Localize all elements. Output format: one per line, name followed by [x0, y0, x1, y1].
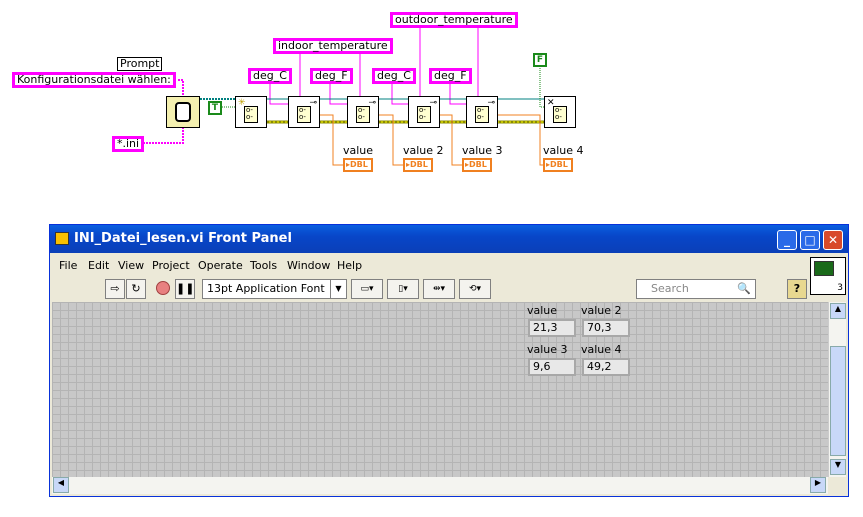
- key-icon: ⊸: [368, 98, 376, 108]
- font-select[interactable]: 13pt Application Font ▼: [202, 279, 347, 299]
- read-key-node-2[interactable]: ⊸o-o-: [347, 96, 379, 128]
- dbl-indicator-terminal[interactable]: ▸DBL: [403, 158, 433, 172]
- config-file-icon: o-o-: [553, 106, 567, 123]
- key-constant-3[interactable]: deg_C: [372, 68, 416, 84]
- value-4-indicator: 49,2: [582, 358, 630, 376]
- config-file-icon: o-o-: [244, 106, 258, 123]
- help-button[interactable]: ?: [787, 279, 807, 299]
- close-x-icon: ✕: [547, 98, 555, 108]
- close-button[interactable]: ✕: [823, 230, 843, 250]
- config-file-icon: o-o-: [475, 106, 489, 123]
- read-key-node-1[interactable]: ⊸o-o-: [288, 96, 320, 128]
- value-3-indicator: 9,6: [528, 358, 576, 376]
- indicator-label: value 4: [543, 144, 584, 157]
- pause-button[interactable]: ❚❚: [175, 279, 195, 299]
- key-icon: ⊸: [487, 98, 495, 108]
- front-panel-canvas[interactable]: value value 2 21,3 70,3 value 3 value 4 …: [52, 302, 828, 477]
- dbl-indicator-terminal[interactable]: ▸DBL: [543, 158, 573, 172]
- scroll-right-icon[interactable]: ▶: [810, 477, 826, 493]
- align-objects-button[interactable]: ▭▾: [351, 279, 383, 299]
- connector-number: 3: [837, 283, 843, 293]
- chevron-down-icon: ▼: [330, 280, 346, 298]
- true-constant[interactable]: T: [208, 101, 222, 115]
- false-constant[interactable]: F: [533, 53, 547, 67]
- vertical-scrollbar[interactable]: ▲ ▼: [828, 302, 846, 477]
- search-placeholder: Search: [651, 282, 689, 295]
- window-title: INI_Datei_lesen.vi Front Panel: [74, 231, 292, 246]
- dbl-indicator-terminal[interactable]: ▸DBL: [343, 158, 373, 172]
- scroll-up-icon[interactable]: ▲: [830, 303, 846, 319]
- menu-project[interactable]: Project: [152, 259, 190, 272]
- search-input[interactable]: Search 🔍: [636, 279, 756, 299]
- scroll-left-icon[interactable]: ◀: [53, 477, 69, 493]
- reorder-button[interactable]: ⟲▾: [459, 279, 491, 299]
- abort-button[interactable]: [153, 279, 173, 299]
- menu-view[interactable]: View: [118, 259, 145, 272]
- horizontal-scrollbar[interactable]: ◀ ▶: [52, 477, 828, 494]
- search-icon: 🔍: [737, 282, 751, 295]
- key-constant-2[interactable]: deg_F: [310, 68, 353, 84]
- indicator-label: value 3: [527, 343, 568, 356]
- prompt-label: Prompt: [117, 57, 163, 71]
- read-key-node-3[interactable]: ⊸o-o-: [408, 96, 440, 128]
- stop-icon: [156, 281, 170, 295]
- config-file-icon: o-o-: [356, 106, 370, 123]
- config-file-icon: o-o-: [417, 106, 431, 123]
- menu-file[interactable]: File: [59, 259, 78, 272]
- minimize-button[interactable]: _: [777, 230, 797, 250]
- dbl-indicator-terminal[interactable]: ▸DBL: [462, 158, 492, 172]
- run-arrow-button[interactable]: ⇨: [105, 279, 125, 299]
- resize-objects-button[interactable]: ⇹▾: [423, 279, 455, 299]
- indicator-label: value 2: [581, 304, 622, 317]
- indicator-label: value: [343, 144, 374, 157]
- maximize-button[interactable]: □: [800, 230, 820, 250]
- font-select-value: 13pt Application Font: [207, 282, 325, 295]
- front-panel-window: INI_Datei_lesen.vi Front Panel _ □ ✕ Fil…: [49, 224, 849, 497]
- config-file-icon: o-o-: [297, 106, 311, 123]
- menu-bar: File Edit View Project Operate Tools Win…: [50, 255, 810, 275]
- section-indoor-constant[interactable]: indoor_temperature: [273, 38, 393, 54]
- vi-icon: [55, 232, 69, 245]
- scrollbar-thumb[interactable]: [830, 346, 846, 456]
- value-indicator: 21,3: [528, 319, 576, 337]
- file-icon: [175, 102, 191, 122]
- pattern-string-constant[interactable]: *.ini: [112, 136, 145, 152]
- indicator-label: value 3: [462, 144, 503, 157]
- menu-operate[interactable]: Operate: [198, 259, 243, 272]
- connector-pane-icon[interactable]: 3: [810, 257, 846, 295]
- indicator-label: value 2: [403, 144, 444, 157]
- new-icon: ✳: [238, 98, 246, 108]
- key-icon: ⊸: [429, 98, 437, 108]
- section-outdoor-constant[interactable]: outdoor_temperature: [390, 12, 518, 28]
- menu-window[interactable]: Window: [287, 259, 331, 272]
- close-config-node[interactable]: ✕o-o-: [544, 96, 576, 128]
- key-icon: ⊸: [309, 98, 317, 108]
- title-bar[interactable]: INI_Datei_lesen.vi Front Panel _ □ ✕: [50, 225, 848, 253]
- toolbar: ⇨ ↻ ❚❚ 13pt Application Font ▼ ▭▾ ▯▾ ⇹▾ ⟲…: [50, 277, 810, 301]
- run-continuously-button[interactable]: ↻: [126, 279, 146, 299]
- scroll-down-icon[interactable]: ▼: [830, 459, 846, 475]
- indicator-label: value: [527, 304, 558, 317]
- file-dialog-node[interactable]: [166, 96, 200, 128]
- key-constant-4[interactable]: deg_F: [429, 68, 472, 84]
- open-config-node[interactable]: ✳o-o-: [235, 96, 267, 128]
- indicator-label: value 4: [581, 343, 622, 356]
- distribute-objects-button[interactable]: ▯▾: [387, 279, 419, 299]
- waveform-icon: [814, 261, 834, 276]
- menu-help[interactable]: Help: [337, 259, 363, 272]
- key-constant-1[interactable]: deg_C: [248, 68, 292, 84]
- read-key-node-4[interactable]: ⊸o-o-: [466, 96, 498, 128]
- value-2-indicator: 70,3: [582, 319, 630, 337]
- menu-tools[interactable]: Tools: [250, 259, 278, 272]
- menu-edit[interactable]: Edit: [88, 259, 110, 272]
- prompt-string-constant[interactable]: Konfigurationsdatei wählen:: [12, 72, 176, 88]
